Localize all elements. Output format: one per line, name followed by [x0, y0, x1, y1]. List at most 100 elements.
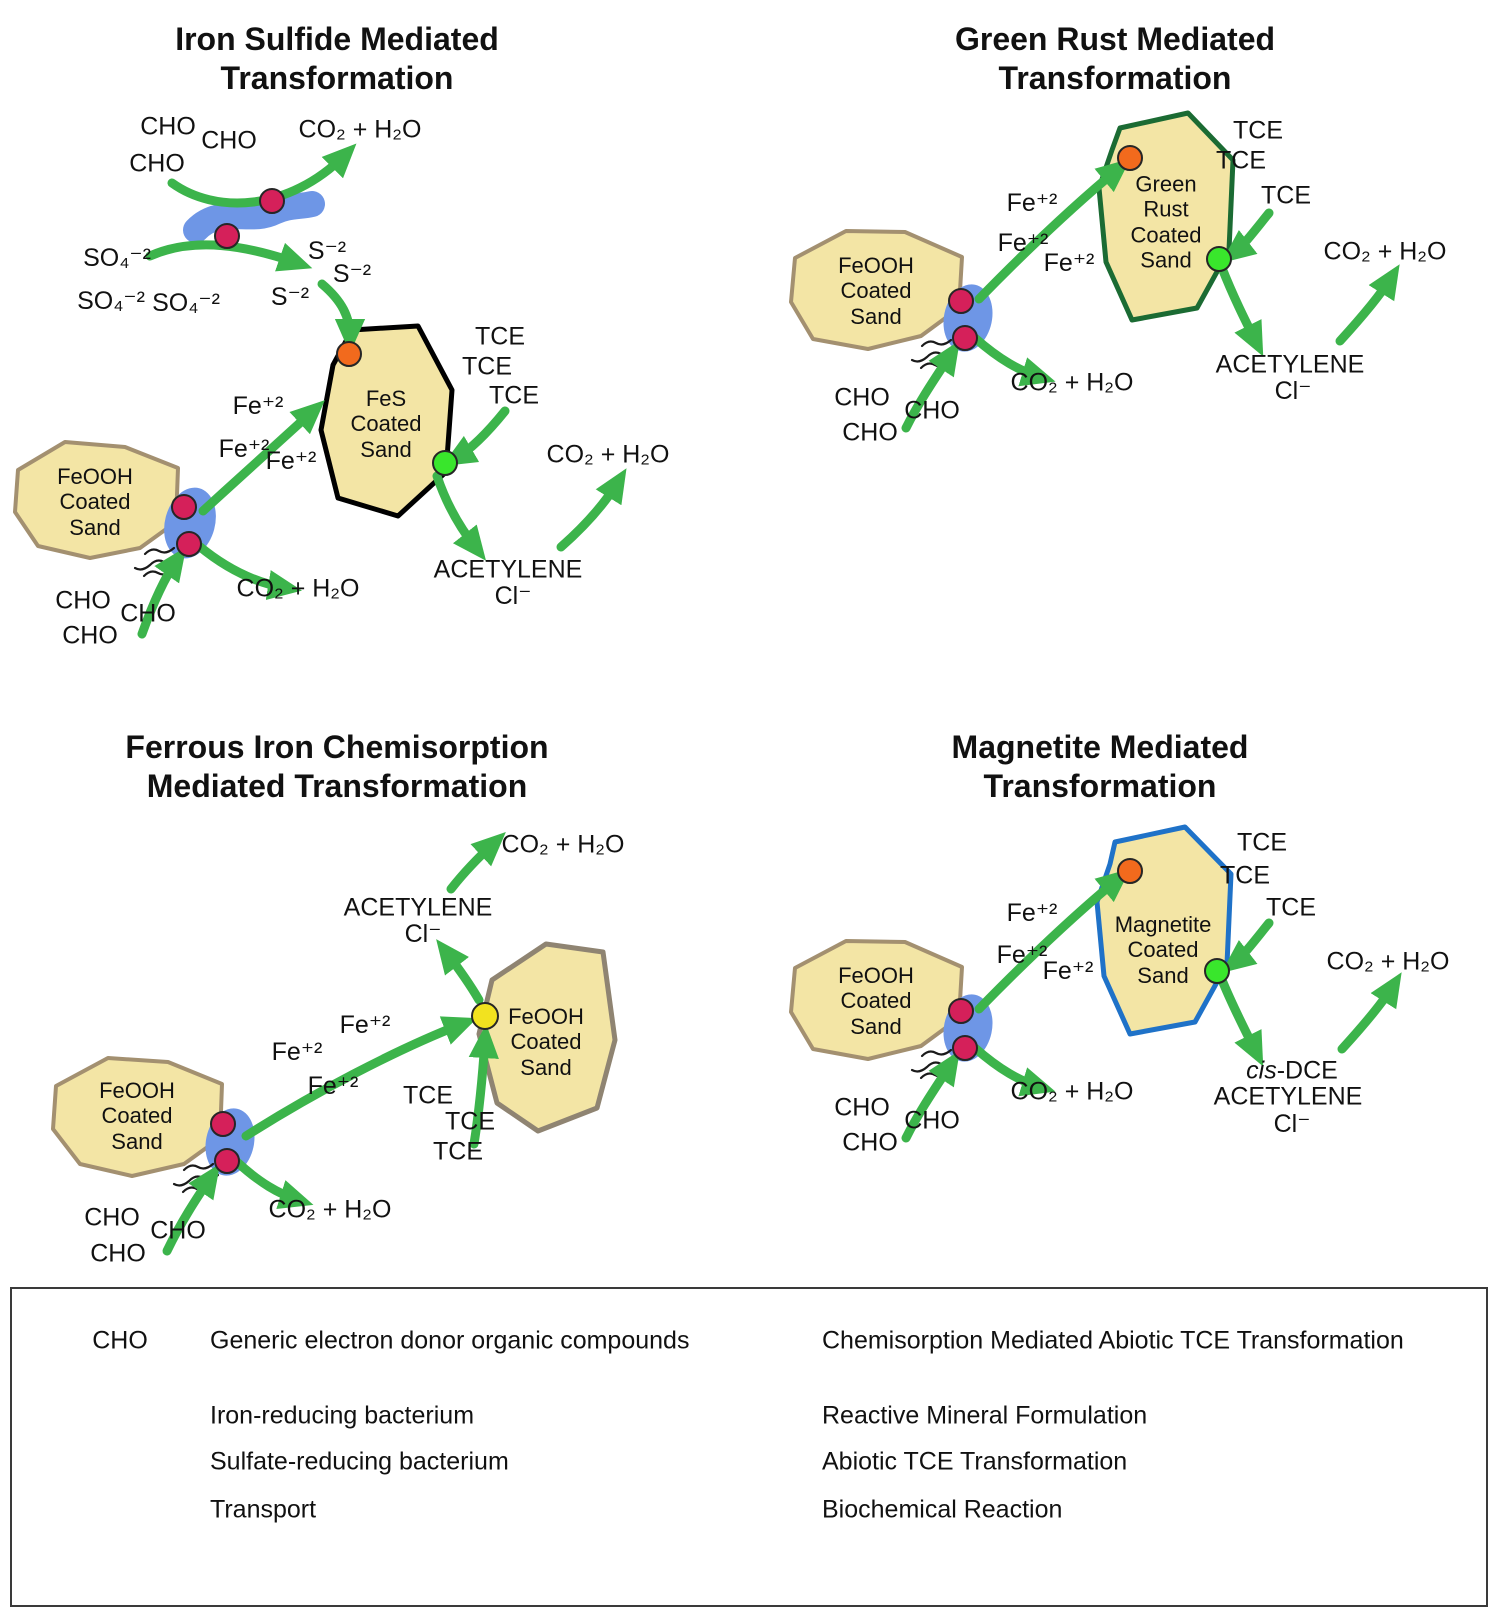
transport-arrow: [970, 333, 1056, 387]
legend-item-transport: Transport: [210, 1495, 317, 1524]
cis-prefix: cis: [1246, 1056, 1277, 1085]
transport-arrow: [974, 158, 1131, 304]
biochemical-reaction-dot: [214, 223, 240, 249]
cl-label: Cl⁻: [494, 582, 532, 610]
feooh-coated-sand-shape: [789, 229, 964, 351]
acetylene-label: ACETYLENE: [433, 555, 583, 584]
feooh-sand-label: FeOOH Coated Sand: [508, 1004, 584, 1080]
title-line: Green Rust Mediated: [954, 21, 1276, 57]
fes-sand-label: FeS Coated Sand: [351, 386, 422, 462]
tce-label: TCE: [1266, 893, 1316, 922]
cho-label: CHO: [90, 1239, 146, 1268]
panel-title-ferrous-chemisorption: Ferrous Iron Chemisorption Mediated Tran…: [125, 728, 548, 806]
mineral-label-line: Sand: [850, 303, 902, 329]
co2-h2o-label: CO₂ + H₂O: [1010, 368, 1134, 397]
legend-item-biochemical: Biochemical Reaction: [822, 1495, 1063, 1524]
cis-dce-label: cis-DCE: [1246, 1057, 1338, 1086]
biochemical-reaction-dot: [948, 998, 974, 1024]
cho-label: CHO: [904, 1106, 960, 1135]
fe2-label: Fe⁺²: [307, 1072, 359, 1100]
acetylene-label: ACETYLENE: [1215, 350, 1365, 379]
fe2-label: Fe⁺²: [1006, 899, 1058, 927]
transport-arrow: [167, 143, 357, 208]
feooh-coated-sand-shape-left: [51, 1056, 224, 1178]
mineral-label-line: FeOOH: [838, 963, 914, 989]
mineral-label-line: Coated: [1127, 937, 1199, 963]
biochemical-reaction-dot: [952, 325, 978, 351]
tce-label: TCE: [403, 1081, 453, 1110]
fe2-label: Fe⁺²: [339, 1011, 391, 1039]
legend-cho-symbol: CHO: [92, 1326, 148, 1355]
transport-arrow: [974, 868, 1131, 1014]
transport-arrow: [1221, 918, 1274, 973]
reactive-mineral-formulation-dot: [1117, 858, 1143, 884]
panel-ferrous-chemisorption-graphics: [51, 831, 618, 1256]
mineral-label-line: Sand: [69, 514, 121, 540]
mineral-label-line: Rust: [1143, 196, 1189, 222]
transport-arrow: [194, 541, 302, 600]
reactive-mineral-formulation-dot: [1117, 145, 1143, 171]
flagellum: [182, 1162, 215, 1172]
abiotic-tce-transformation-dot: [432, 450, 458, 476]
mineral-label-line: FeOOH: [508, 1004, 584, 1030]
mineral-label-line: Sand: [111, 1128, 163, 1154]
fe2-label: Fe⁺²: [271, 1038, 323, 1066]
legend-item-reactive-mineral: Reactive Mineral Formulation: [822, 1401, 1148, 1430]
fe2-label: Fe⁺²: [1043, 249, 1095, 277]
cho-label: CHO: [201, 126, 257, 155]
fe2-label: Fe⁺²: [265, 447, 317, 475]
tce-label: TCE: [1220, 861, 1270, 890]
panel-title-green-rust: Green Rust Mediated Transformation: [955, 20, 1275, 98]
flagellum: [920, 1048, 953, 1058]
fe2-label: Fe⁺²: [1006, 189, 1058, 217]
mineral-label-line: Coated: [840, 278, 912, 304]
mineral-label-line: Green: [1135, 171, 1197, 197]
cho-label: CHO: [842, 418, 898, 447]
cho-label: CHO: [904, 396, 960, 425]
mineral-label-line: Coated: [1130, 222, 1202, 247]
chemisorption-dot: [471, 1002, 499, 1030]
tce-label: TCE: [489, 381, 539, 410]
flagellum: [920, 338, 953, 348]
cho-label: CHO: [62, 621, 118, 650]
cl-label: Cl⁻: [1273, 1110, 1311, 1138]
fe2-label: Fe⁺²: [218, 435, 270, 463]
dce-suffix: -DCE: [1276, 1056, 1338, 1085]
fe2-label: Fe⁺²: [996, 941, 1048, 969]
title-line: Transformation: [983, 768, 1217, 805]
mineral-label-line: FeS: [365, 386, 407, 412]
transport-arrow: [432, 471, 487, 561]
title-line: Mediated Transformation: [146, 768, 528, 805]
transport-arrow: [1217, 975, 1264, 1067]
biochemical-reaction-dot: [210, 1111, 236, 1137]
transport-arrow: [198, 400, 325, 516]
transport-arrow: [901, 340, 960, 433]
cho-label: CHO: [834, 383, 890, 412]
mineral-label-line: Sand: [360, 436, 412, 462]
transport-arrow: [446, 831, 506, 894]
mineral-label-line: Sand: [850, 1013, 902, 1039]
transport-arrow: [1217, 263, 1264, 357]
transport-arrow: [1337, 972, 1402, 1054]
mineral-label-line: Coated: [59, 489, 131, 515]
co2-h2o-label: CO₂ + H₂O: [546, 440, 670, 469]
transport-arrow: [556, 468, 627, 552]
mineral-label-line: FeOOH: [838, 253, 914, 279]
mineral-label-line: Magnetite: [1114, 912, 1212, 938]
transport-arrow: [468, 1023, 499, 1149]
mineral-label-line: Sand: [1140, 247, 1192, 273]
biochemical-reaction-dot: [948, 288, 974, 314]
tce-label: TCE: [445, 1107, 495, 1136]
reactive-mineral-formulation-dot: [336, 341, 362, 367]
cl-label: Cl⁻: [404, 920, 442, 948]
feooh-sand-label: FeOOH Coated Sand: [99, 1078, 175, 1154]
panel-title-iron-sulfide: Iron Sulfide Mediated Transformation: [175, 20, 499, 98]
cho-label: CHO: [84, 1203, 140, 1232]
fes-coated-sand-shape: [318, 323, 455, 519]
title-line: Transformation: [998, 60, 1232, 97]
legend-item-sulfate-reducing: Sulfate-reducing bacterium: [210, 1447, 509, 1476]
so4-label: SO₄⁻²: [77, 287, 145, 315]
transport-arrow: [1221, 208, 1274, 263]
mineral-label-line: Coated: [510, 1029, 582, 1055]
green-rust-sand-label: Green Rust Coated Sand: [1131, 171, 1202, 272]
